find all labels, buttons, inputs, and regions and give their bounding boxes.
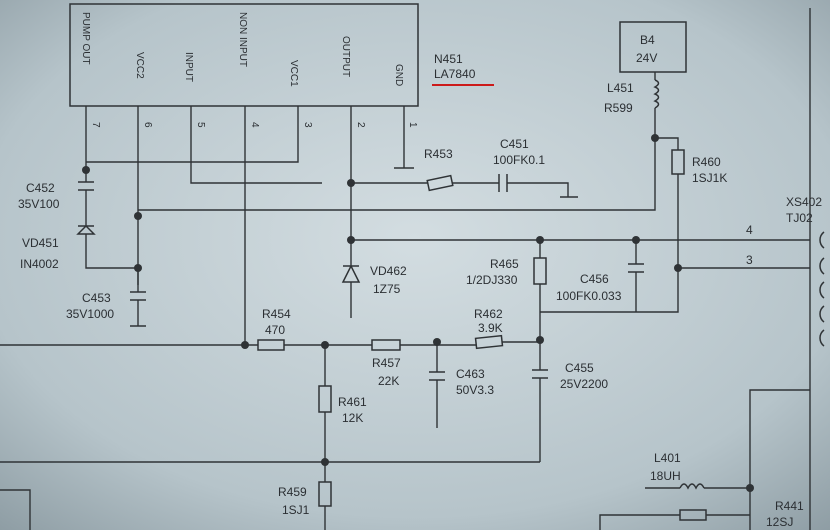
- c455-ref: C455: [565, 361, 594, 375]
- r441-ref: R441: [775, 499, 804, 513]
- ic-pin-number-6: 6: [142, 122, 153, 128]
- c463-ref: C463: [456, 367, 485, 381]
- junction-dot: [241, 341, 249, 349]
- junction-dot: [134, 264, 142, 272]
- ic-pin-label-vcc2: VCC2: [134, 52, 145, 79]
- c451-ref: C451: [500, 137, 529, 151]
- junction-dot: [321, 341, 329, 349]
- junction-dot: [674, 264, 682, 272]
- r454-value: 470: [265, 323, 285, 337]
- c453-value: 35V1000: [66, 307, 114, 321]
- r462-value: 3.9K: [478, 321, 503, 335]
- resistor-r453: [426, 174, 454, 192]
- connector-pin-a: 4: [746, 223, 753, 237]
- connector-ref: XS402: [786, 195, 822, 209]
- ic-part-number-label: LA7840: [434, 67, 476, 81]
- r465-value: 1/2DJ330: [466, 273, 518, 287]
- junction-dot: [536, 236, 544, 244]
- c456-ref: C456: [580, 272, 609, 286]
- vd451-ref: VD451: [22, 236, 59, 250]
- connector-pin-b: 3: [746, 253, 753, 267]
- ic-pin-label-vcc1: VCC1: [288, 60, 299, 87]
- l401-ref: L401: [654, 451, 681, 465]
- supply-box-line1: B4: [640, 33, 655, 47]
- connector-xs402: [819, 231, 825, 347]
- junction-dot: [651, 134, 659, 142]
- ic-pin-number-1: 1: [407, 122, 418, 128]
- r460-ref: R460: [692, 155, 721, 169]
- junction-dot: [433, 338, 441, 346]
- vd462-ref: VD462: [370, 264, 407, 278]
- junction-dot: [134, 212, 142, 220]
- c455-value: 25V2200: [560, 377, 608, 391]
- c451-value: 100FK0.1: [493, 153, 545, 167]
- bottom-left-box: [0, 489, 31, 530]
- inductor-l451: [653, 79, 660, 109]
- ic-pin-number-7: 7: [90, 122, 101, 128]
- junction-dot: [536, 336, 544, 344]
- r461-ref: R461: [338, 395, 367, 409]
- vd451-value: IN4002: [20, 257, 59, 271]
- junction-dot: [347, 236, 355, 244]
- ic-pin-number-4: 4: [249, 122, 260, 128]
- r462-ref: R462: [474, 307, 503, 321]
- r454-ref: R454: [262, 307, 291, 321]
- r457-ref: R457: [372, 356, 401, 370]
- inductor-l401: [679, 483, 705, 490]
- junction-dots: [82, 134, 754, 492]
- junction-dot: [82, 166, 90, 174]
- ic-ref-label: N451: [434, 52, 463, 66]
- vcc-rail: [138, 138, 656, 211]
- ic-pin-number-3: 3: [302, 122, 313, 128]
- pin3-lead: [86, 106, 299, 163]
- r459-value: 1SJ1: [282, 503, 310, 517]
- ic-pin-labels: PUMP OUT VCC2 INPUT NON INPUT VCC1 OUTPU…: [80, 12, 404, 87]
- r465-ref: R465: [490, 257, 519, 271]
- ic-pin-label-output: OUTPUT: [340, 36, 351, 77]
- c463-value: 50V3.3: [456, 383, 494, 397]
- ic-pin-label-gnd: GND: [393, 64, 404, 86]
- supply-box-line2: 24V: [636, 51, 657, 65]
- junction-dot: [632, 236, 640, 244]
- c452-ref: C452: [26, 181, 55, 195]
- feedback-network: [351, 174, 578, 198]
- supply-box: [619, 21, 687, 73]
- connector-part: TJ02: [786, 211, 813, 225]
- pin5-lead: [190, 106, 322, 184]
- r453-ref: R453: [424, 147, 453, 161]
- ic-pin-number-2: 2: [355, 122, 366, 128]
- ic-pin-number-5: 5: [195, 122, 206, 128]
- l451-value: R599: [604, 101, 633, 115]
- vd462-value: 1Z75: [373, 282, 401, 296]
- ic-body: [69, 3, 419, 107]
- r459-ref: R459: [278, 485, 307, 499]
- ic-pin-leads: [85, 106, 414, 345]
- r460-value: 1SJ1K: [692, 171, 727, 185]
- r461-value: 12K: [342, 411, 363, 425]
- resistor-r462: [474, 334, 504, 350]
- c456-value: 100FK0.033: [556, 289, 622, 303]
- l451-ref: L451: [607, 81, 634, 95]
- ic-pin-numbers: 7 6 5 4 3 2 1: [90, 122, 418, 128]
- junction-dot: [321, 458, 329, 466]
- c452-value: 35V100: [18, 197, 60, 211]
- junction-dot: [347, 179, 355, 187]
- l401-value: 18UH: [650, 469, 681, 483]
- ic-pin-label-input: INPUT: [183, 52, 194, 82]
- ic-pin-label-pump-out: PUMP OUT: [80, 12, 91, 65]
- r457-value: 22K: [378, 374, 399, 388]
- ic-pin-label-non-input: NON INPUT: [237, 12, 248, 67]
- junction-dot: [746, 484, 754, 492]
- c453-ref: C453: [82, 291, 111, 305]
- r441-value: 12SJ: [766, 515, 793, 529]
